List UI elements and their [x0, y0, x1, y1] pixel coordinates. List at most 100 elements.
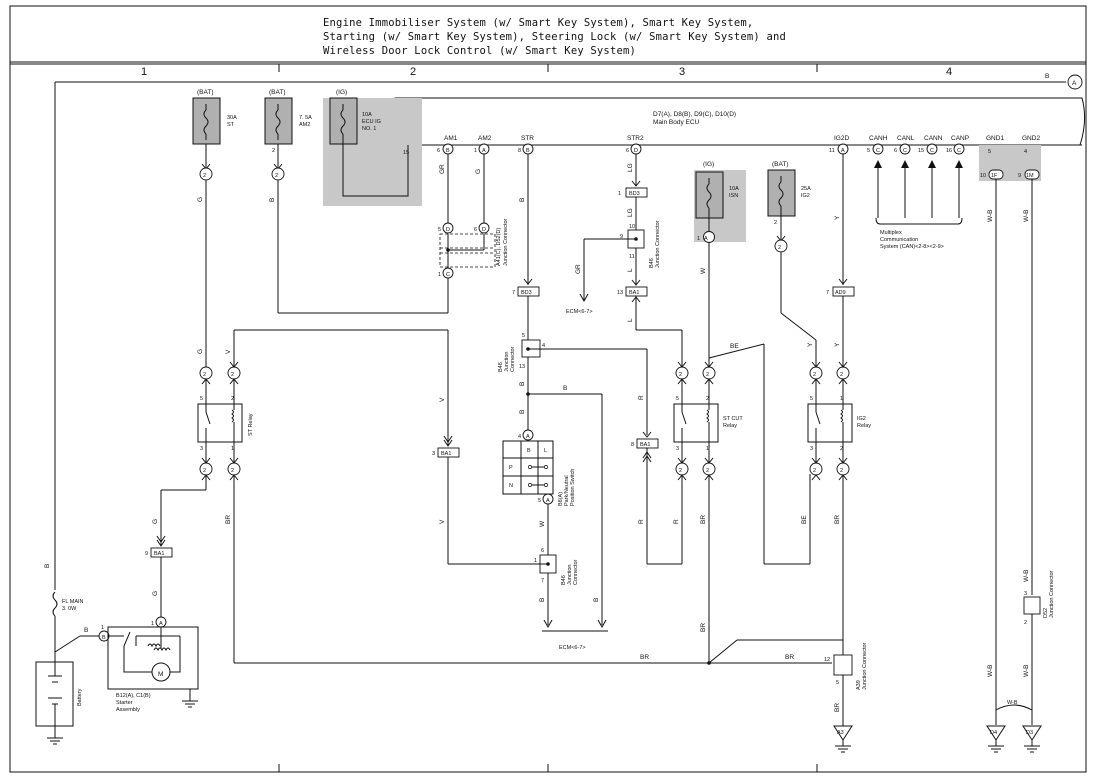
svg-text:B46: B46 [498, 362, 504, 372]
svg-text:CANP: CANP [951, 135, 969, 142]
svg-text:2: 2 [231, 396, 234, 402]
svg-text:G: G [197, 197, 204, 202]
svg-text:B: B [84, 627, 88, 634]
svg-text:A: A [841, 148, 845, 154]
svg-text:ECU IG: ECU IG [362, 119, 381, 125]
svg-text:Battery: Battery [77, 688, 83, 706]
svg-text:2: 2 [231, 468, 234, 474]
battery: Battery [35, 661, 83, 745]
ecu-subname: Main Body ECU [653, 119, 700, 126]
can-terminals: C 5 C 6 C 15 C 16 Multiplex Communicatio… [867, 143, 965, 250]
svg-text:11: 11 [829, 148, 835, 154]
svg-text:B: B [527, 448, 531, 454]
svg-text:BR: BR [834, 515, 841, 524]
svg-text:B: B [446, 148, 450, 154]
svg-text:IG2: IG2 [857, 416, 866, 422]
svg-text:3: 3 [432, 451, 435, 457]
svg-text:V: V [439, 397, 446, 402]
svg-text:L: L [627, 318, 634, 322]
svg-text:IG2: IG2 [801, 193, 810, 199]
svg-text:A: A [546, 498, 550, 504]
zone-markers: 1 2 3 4 [141, 64, 952, 772]
svg-text:Junction Connector: Junction Connector [655, 220, 661, 268]
svg-text:3: 3 [200, 446, 203, 452]
svg-text:2: 2 [840, 372, 843, 378]
svg-text:13: 13 [519, 364, 525, 370]
fuse-isn: (IG) 10A ISN A 1 [694, 161, 746, 243]
gnd-connectors: 5 4 1F 10 1M 9 [979, 145, 1041, 181]
svg-text:7. 5A: 7. 5A [299, 115, 312, 121]
svg-text:STR: STR [521, 135, 534, 142]
fuse-am2: (BAT) 7. 5A AM2 2 [264, 89, 312, 154]
svg-text:B: B [593, 598, 600, 602]
svg-text:2: 2 [706, 396, 709, 402]
svg-text:Assembly: Assembly [116, 707, 140, 713]
svg-text:B46: B46 [561, 575, 567, 585]
svg-text:6: 6 [437, 148, 440, 154]
svg-text:Junction Connector: Junction Connector [1049, 570, 1055, 618]
starter-assembly: B 1 A 1 M B12(A), C1(B) Starter Assembly [98, 616, 199, 713]
wire-color-top: B [1045, 73, 1049, 80]
zone-4: 4 [946, 66, 952, 78]
svg-text:Junction: Junction [504, 352, 510, 373]
svg-text:1: 1 [231, 446, 234, 452]
svg-text:R: R [673, 519, 680, 524]
svg-text:Junction: Junction [567, 565, 573, 586]
svg-text:CANN: CANN [924, 135, 943, 142]
svg-text:2: 2 [679, 468, 682, 474]
title-line-2: Starting (w/ Smart Key System), Steering… [323, 31, 786, 43]
svg-text:Park/Neutral: Park/Neutral [564, 475, 570, 506]
svg-text:3: 3 [676, 446, 679, 452]
svg-text:A39: A39 [856, 680, 862, 690]
svg-text:5: 5 [538, 498, 541, 504]
svg-text:GR: GR [575, 264, 582, 274]
svg-text:8: 8 [518, 148, 521, 154]
svg-text:B: B [519, 382, 526, 386]
svg-text:5: 5 [676, 396, 679, 402]
svg-text:2: 2 [231, 372, 234, 378]
svg-text:1: 1 [618, 191, 621, 197]
junction-b46-upper: 5 4 13 B46 Junction Connector [498, 333, 545, 372]
page-frame [9, 5, 1087, 773]
svg-text:W-B: W-B [1023, 209, 1030, 222]
svg-text:A: A [482, 148, 486, 154]
svg-text:10A: 10A [362, 112, 372, 118]
title-line-3: Wireless Door Lock Control (w/ Smart Key… [323, 45, 636, 57]
svg-text:V: V [439, 519, 446, 524]
svg-text:Y: Y [834, 342, 841, 347]
svg-text:B: B [102, 635, 106, 641]
svg-text:C: C [957, 148, 961, 154]
svg-text:A: A [704, 236, 708, 242]
svg-text:G: G [152, 591, 159, 596]
svg-text:BA1: BA1 [441, 451, 451, 457]
svg-text:5: 5 [867, 148, 870, 154]
svg-text:2: 2 [813, 372, 816, 378]
svg-text:9: 9 [145, 551, 148, 557]
svg-text:15: 15 [403, 150, 409, 156]
svg-text:R: R [638, 519, 645, 524]
fuse-st: (BAT) 30A ST [192, 89, 237, 145]
svg-text:W: W [539, 520, 546, 527]
svg-text:BR: BR [700, 515, 707, 524]
svg-text:1: 1 [840, 396, 843, 402]
svg-text:NO. 1: NO. 1 [362, 126, 376, 132]
st-cut-relay: 2 2 5 2 3 1 ST CUT Relay 2 2 [673, 361, 743, 481]
svg-text:ST: ST [227, 122, 235, 128]
svg-text:2: 2 [275, 173, 278, 179]
ground-a3: A3 [833, 725, 853, 753]
fuse-ig2: (BAT) 25A IG2 2 [767, 161, 811, 226]
svg-text:2: 2 [774, 220, 777, 226]
svg-text:5: 5 [988, 149, 991, 155]
svg-text:5: 5 [810, 396, 813, 402]
park-neutral-switch: A 4 B L P N B8(A) Park/Neutral Position … [502, 429, 576, 506]
svg-text:2: 2 [1024, 620, 1027, 626]
svg-text:D3: D3 [1026, 730, 1033, 736]
svg-text:A: A [526, 434, 530, 440]
svg-text:6: 6 [894, 148, 897, 154]
svg-text:2: 2 [840, 468, 843, 474]
title-line-1: Engine Immobiliser System (w/ Smart Key … [323, 17, 753, 29]
svg-text:B: B [519, 410, 526, 414]
fuse-fl-main: FL MAIN 3. 0W [52, 591, 84, 617]
svg-text:W-B: W-B [1023, 664, 1030, 677]
